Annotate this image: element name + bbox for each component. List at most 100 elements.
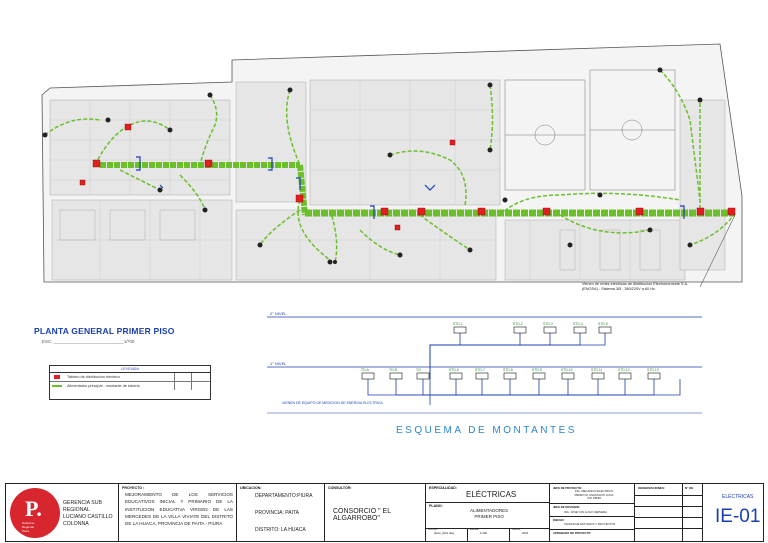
logo-caption-line: Regional <box>22 524 34 529</box>
board-symbol <box>416 372 430 380</box>
board-symbol <box>453 326 467 334</box>
org-logo: P. Gobierno Regional Piura <box>10 488 60 538</box>
board-label: STD-12 <box>618 368 630 372</box>
board-symbol <box>449 372 463 380</box>
legend-row-text: Alimentador principal - montante de tube… <box>67 384 140 388</box>
diagram-note: VIENEN DE EQUIPO DE MEDICION DE ENERGIA … <box>282 401 383 405</box>
department: DEPARTAMENTO:PIURA <box>255 493 313 499</box>
sports-courts <box>504 69 676 191</box>
riser-line <box>429 333 521 379</box>
board-label: STD-6 <box>449 368 459 372</box>
drawing-value: UNIDAD DE ESTUDIOS Y PROYECTOS <box>564 522 616 526</box>
consultant-cell: CONSULTOR: CONSORCIO " EL ALGARROBO" <box>325 484 426 541</box>
board-symbol <box>361 372 375 380</box>
sheet-code: IE-01 <box>715 506 761 527</box>
riser-line <box>395 379 430 396</box>
board-symbol <box>532 372 546 380</box>
location-cell: UBICACION: DEPARTAMENTO:PIURA PROVINCIA:… <box>237 484 325 541</box>
board-label: STD-2 <box>513 322 523 326</box>
legend-table: LEYENDA Tablero de distribucion electric… <box>49 365 211 400</box>
legend-row: Tablero de distribucion electrico <box>50 373 210 382</box>
consultant-name: CONSORCIO " EL ALGARROBO" <box>333 508 391 522</box>
sheet-code-cell: ELÉCTRICAS IE-01 <box>703 484 763 541</box>
project-label: PROYECTO : <box>122 486 145 490</box>
project-text: MEJORAMIENTO DE LOS SERVICIOS EDUCATIVOS… <box>125 492 233 527</box>
riser-line <box>429 333 551 379</box>
riser-line <box>430 379 511 396</box>
sheet-name-line: ALIMENTADORES <box>470 508 509 513</box>
riser-line <box>430 379 540 396</box>
board-label: STD-3 <box>543 322 553 326</box>
approved-label: APROBADO DE PROYECTO: <box>553 531 592 535</box>
board-label: STD-7 <box>475 368 485 372</box>
board-symbol <box>389 372 403 380</box>
floor-plan-drawing: Vienen de redes electricas de distribuci… <box>41 43 743 291</box>
supply-note-line-2: (ENOSA) - Sistema 3Ø - 380/220V a 60 Hz. <box>582 287 656 291</box>
board-label: TD-A <box>361 368 370 372</box>
board-label: STD-11 <box>591 368 603 372</box>
distribution-boards <box>79 123 736 231</box>
board-symbol <box>647 372 661 380</box>
sheet-name-label: PLANO: <box>429 504 443 508</box>
board-symbol <box>561 372 575 380</box>
org-name-line: COLONNA <box>63 521 89 527</box>
riser-line <box>429 333 606 379</box>
riser-lines <box>367 333 681 405</box>
sheet-name-line: PRIMER PISO <box>474 514 504 519</box>
legend-title: LEYENDA <box>50 366 210 373</box>
specialty-cell: ESPECIALIDAD: ELÉCTRICAS PLANO: ALIMENTA… <box>426 484 550 541</box>
riser-line <box>430 379 655 396</box>
riser-line <box>367 379 430 396</box>
note-leader <box>699 214 736 288</box>
sheet-number-label: N° DE <box>685 486 694 490</box>
top-floor-boards: STD-1 STD-2 STD-3 STD-4 STD-5 <box>453 322 612 334</box>
org-name-line: LUCIANO CASTILLO <box>63 514 113 520</box>
sheet-number-cell: N° DE <box>683 484 703 541</box>
riser-diagram: 2° NIVEL 1° NIVEL VIENEN DE EQUIPO DE ME… <box>262 305 702 435</box>
scale-label: ESC: ____________________________1/*00 <box>42 339 135 344</box>
org-cell: P. Gobierno Regional Piura GERENCIA SUB … <box>6 484 119 541</box>
project-head-line: PEDRO M. ANASTACIO LUNA <box>574 492 614 497</box>
title-block: P. Gobierno Regional Piura GERENCIA SUB … <box>5 483 764 542</box>
field-label: Escala <box>470 527 479 531</box>
branch-circuits <box>44 69 736 263</box>
board-symbol <box>513 326 527 334</box>
board-label: TG <box>416 368 421 372</box>
board-label: STD-4 <box>573 322 583 326</box>
riser-line <box>430 379 569 396</box>
riser-line <box>429 333 581 379</box>
board-symbol <box>598 326 612 334</box>
schema-title: ESQUEMA DE MONTANTES <box>396 425 577 436</box>
province: PROVINCIA: PAITA <box>255 510 299 516</box>
specialty-value: ELÉCTRICAS <box>466 490 517 499</box>
revision-label: JEFE DE REVISION: <box>553 505 580 509</box>
board-symbol <box>591 372 605 380</box>
legend-row-text: Tablero de distribucion electrico <box>67 375 121 379</box>
specialty-label: ESPECIALIDAD: <box>429 486 457 490</box>
field-label: Archivo <box>428 527 438 531</box>
org-name-line: GERENCIA SUB REGIONAL <box>63 500 102 513</box>
sheet-category: ELÉCTRICAS <box>722 494 754 500</box>
classroom-furniture <box>59 209 661 271</box>
project-cell: PROYECTO : MEJORAMIENTO DE LOS SERVICIOS… <box>119 484 237 541</box>
riser-diagram-svg: 2° NIVEL 1° NIVEL VIENEN DE EQUIPO DE ME… <box>267 311 702 414</box>
board-symbol <box>573 326 587 334</box>
location-label: UBICACION: <box>240 486 262 490</box>
logo-letter: P. <box>25 496 42 521</box>
board-label: STD-8 <box>503 368 513 372</box>
plan-title: PLANTA GENERAL PRIMER PISO <box>34 326 175 336</box>
riser-line <box>422 379 430 396</box>
board-label: STD-1 <box>453 322 463 326</box>
board-label: TD-B <box>389 368 398 372</box>
outlet-symbols <box>42 67 703 265</box>
conduit-markers <box>136 156 685 219</box>
drawing-label: DIBUJO: <box>553 518 565 522</box>
board-symbol <box>475 372 489 380</box>
board-label: STD-13 <box>647 368 659 372</box>
level-1-label: 1° NIVEL <box>270 361 287 366</box>
board-label: STD-9 <box>532 368 542 372</box>
consultant-label: CONSULTOR: <box>328 486 352 490</box>
board-label: STD-5 <box>598 322 608 326</box>
project-head-label: JEFE DE PROYECTO: <box>553 486 583 490</box>
